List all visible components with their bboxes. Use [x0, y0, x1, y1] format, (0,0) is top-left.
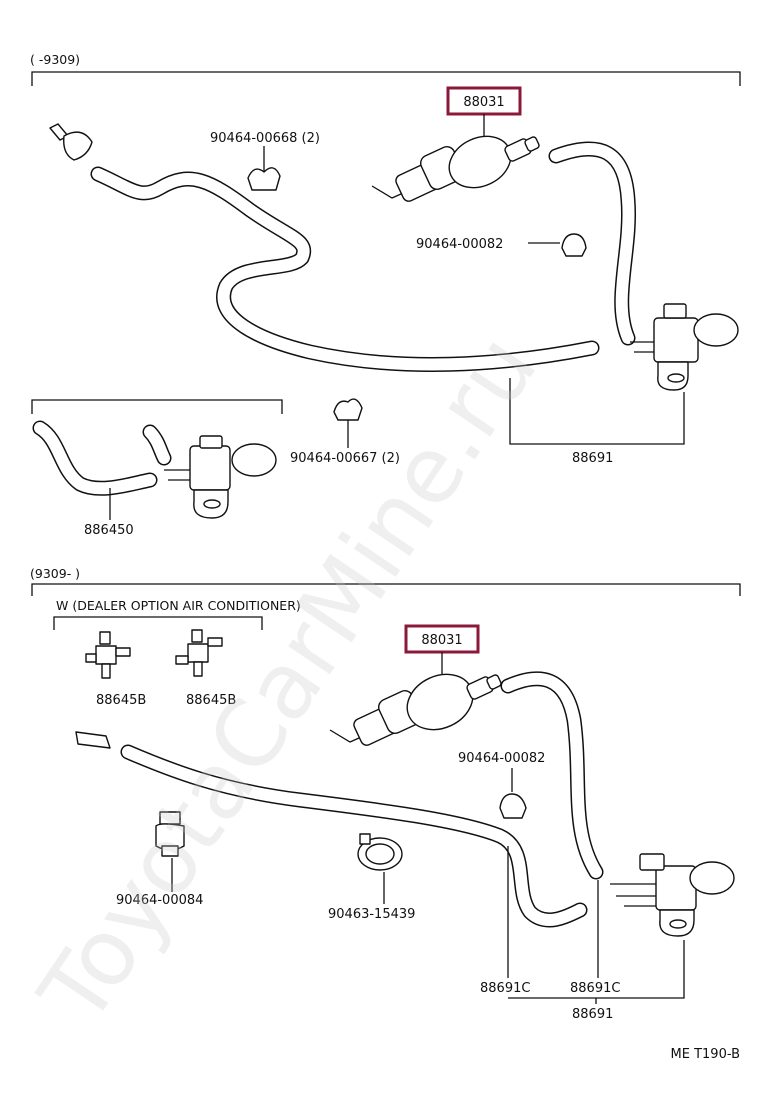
- top-vacuum-valve-icon: [371, 135, 540, 202]
- footer-code: ME T190-B: [671, 1047, 740, 1062]
- bottom-clip-b-label[interactable]: 90464-00084: [116, 893, 203, 908]
- bottom-range-label: (9309- ): [30, 566, 80, 581]
- bottom-vacuum-valve-icon: [329, 673, 502, 746]
- bottom-clamp-label[interactable]: 90463-15439: [328, 907, 415, 922]
- top-clip-c-icon: [333, 398, 363, 421]
- bottom-connector-b-label[interactable]: 88645B: [186, 693, 236, 708]
- top-clip-a-label[interactable]: 90464-00668 (2): [210, 131, 320, 146]
- bottom-hose-group-label[interactable]: 88691: [572, 1007, 613, 1022]
- bottom-long-hose: [120, 744, 588, 928]
- bottom-hose-a-label[interactable]: 88691C: [480, 981, 530, 996]
- top-sub-bracket: [31, 399, 283, 414]
- bottom-connector-a-icon: [85, 631, 131, 679]
- top-long-hose: [90, 166, 600, 372]
- bottom-vsv-assembly-icon: [610, 853, 735, 937]
- top-fitting-icon: [49, 123, 93, 161]
- top-clip-c-label[interactable]: 90464-00667 (2): [290, 451, 400, 466]
- bottom-clip-a-icon: [499, 793, 527, 819]
- bottom-clip-a-label[interactable]: 90464-00082: [458, 751, 545, 766]
- top-sub-vsv-icon: [142, 424, 277, 519]
- bottom-main-part-label[interactable]: 88031: [421, 633, 462, 648]
- bottom-hose-b-label[interactable]: 88691C: [570, 981, 620, 996]
- top-sub-part-label[interactable]: 886450: [84, 523, 134, 538]
- bottom-fitting-icon: [75, 731, 111, 749]
- top-hose-group-label[interactable]: 88691: [572, 451, 613, 466]
- top-clip-b-label[interactable]: 90464-00082: [416, 237, 503, 252]
- bottom-clip-b-icon: [155, 811, 185, 857]
- bottom-connector-b-icon: [175, 629, 223, 677]
- bottom-hose-group-bracket: [508, 940, 685, 999]
- bottom-clamp-icon: [357, 833, 403, 871]
- bottom-option-bracket: [53, 616, 263, 630]
- top-clip-a-icon: [247, 167, 281, 191]
- top-sub-hose: [32, 420, 158, 496]
- top-vsv-assembly-icon: [630, 303, 739, 391]
- top-clip-b-icon: [561, 233, 587, 257]
- top-section-bracket: [31, 71, 741, 86]
- top-main-part-label[interactable]: 88031: [463, 95, 504, 110]
- top-right-hose: [548, 141, 637, 346]
- watermark: ToyotaCarMine.ru: [19, 316, 558, 1043]
- top-range-label: ( -9309): [30, 52, 80, 67]
- bottom-right-hose: [500, 671, 604, 880]
- bottom-connector-a-label[interactable]: 88645B: [96, 693, 146, 708]
- bottom-option-label: W (DEALER OPTION AIR CONDITIONER): [56, 598, 301, 613]
- bottom-section-bracket: [31, 583, 741, 596]
- top-hose-group-bracket: [509, 378, 685, 445]
